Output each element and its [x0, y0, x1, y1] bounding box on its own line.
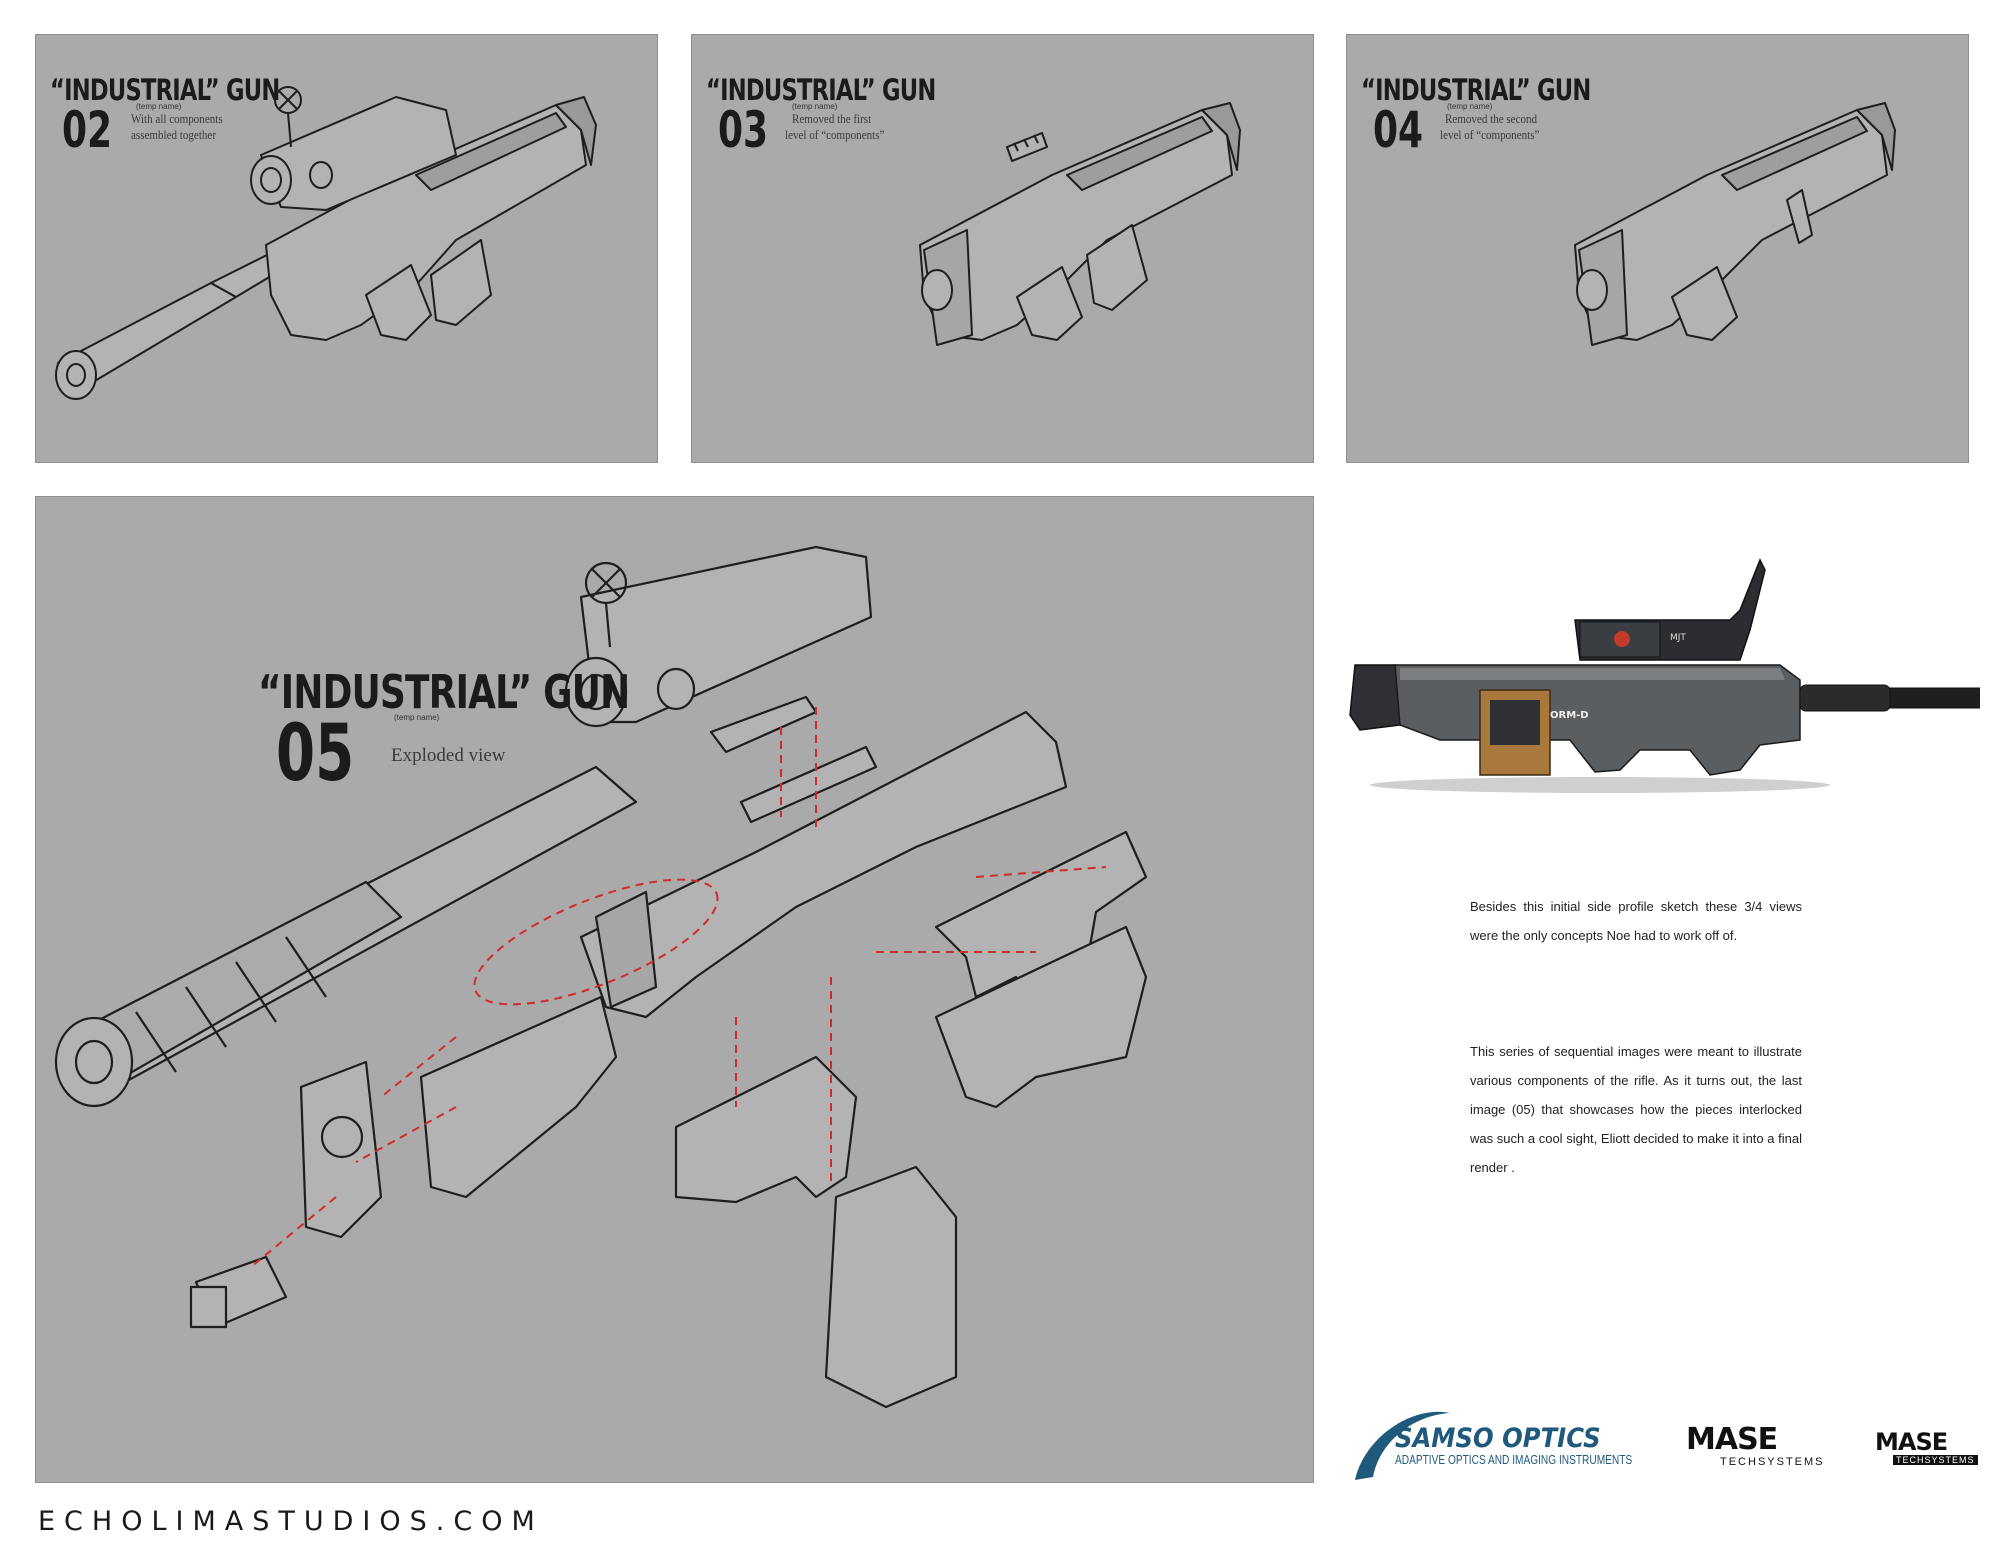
- footer-site-name: ECHOLIMASTUDIOS.COM: [38, 1506, 544, 1537]
- scope-label: MJT: [1670, 633, 1686, 643]
- panel-gun-03: “INDUSTRIAL” GUN 03 (temp name) Removed …: [691, 34, 1314, 463]
- gun-04-lineart: [1574, 102, 1896, 346]
- mase-logo-2-sub: TECHSYSTEMS: [1893, 1455, 1978, 1465]
- receiver-part: [579, 710, 1068, 1019]
- gun-03-lineart: [919, 102, 1241, 346]
- panel-04-title: “INDUSTRIAL” GUN: [1361, 73, 1591, 107]
- panel-gun-02: “INDUSTRIAL” GUN 02 (temp name) With all…: [35, 34, 658, 463]
- panel-03-description-line2: level of “components”: [785, 127, 885, 142]
- panel-03-description-line1: Removed the first: [792, 111, 872, 126]
- panel-04-temp-name: (temp name): [1447, 102, 1493, 111]
- trigger-group-part: [674, 1055, 858, 1204]
- panel-05-description: Exploded view: [391, 745, 506, 766]
- panel-04-description-line1: Removed the second: [1445, 111, 1538, 126]
- mase-logo-1-sub: TECHSYSTEMS: [1720, 1456, 1825, 1468]
- rail-mount-part: [739, 745, 878, 824]
- explode-guide-lines: [250, 707, 1107, 1268]
- panel-02-description-line2: assembled together: [131, 127, 216, 142]
- panel-02-temp-name: (temp name): [136, 102, 182, 111]
- mase-logo-2: MASE: [1875, 1428, 1948, 1456]
- gun-side-profile-render: MJT ORM-D: [1349, 558, 1980, 793]
- samso-optics-tagline: ADAPTIVE OPTICS AND IMAGING INSTRUMENTS: [1395, 1452, 1633, 1467]
- panel-05-title: “INDUSTRIAL” GUN: [258, 665, 630, 719]
- notes-paragraph-1: Besides this initial side profile sketch…: [1470, 899, 1802, 943]
- rail-part: [709, 695, 818, 754]
- panel-03-number: 03: [718, 101, 769, 159]
- handguard-part: [419, 995, 618, 1199]
- notes-paragraph-2: This series of sequential images were me…: [1470, 1044, 1802, 1175]
- panel-03-title: “INDUSTRIAL” GUN: [706, 73, 936, 107]
- panel-04-description-line2: level of “components”: [1440, 127, 1540, 142]
- panel-02-description-line1: With all components: [131, 111, 223, 126]
- magazine-part: [824, 1165, 958, 1409]
- panel-02-title: “INDUSTRIAL” GUN: [50, 73, 280, 107]
- mase-logo-1: MASE: [1686, 1422, 1778, 1457]
- samso-swoosh-logo: [1355, 1411, 1450, 1480]
- panel-04-number: 04: [1373, 101, 1424, 159]
- warning-label: ORM-D: [1550, 710, 1589, 721]
- samso-optics-logo: SAMSO OPTICS: [1395, 1423, 1601, 1454]
- side-stock-part: [934, 925, 1148, 1109]
- panel-gun-04: “INDUSTRIAL” GUN 04 (temp name) Removed …: [1346, 34, 1969, 463]
- panel-02-number: 02: [62, 101, 113, 159]
- gun-02-lineart: [55, 86, 597, 400]
- panel-gun-05-exploded: “INDUSTRIAL” GUN 05 (temp name) Exploded…: [35, 496, 1314, 1483]
- panel-05-number: 05: [276, 709, 355, 799]
- panel-05-temp-name: (temp name): [394, 713, 440, 722]
- gun-05-exploded-lineart: [54, 545, 1148, 1409]
- panel-03-temp-name: (temp name): [792, 102, 838, 111]
